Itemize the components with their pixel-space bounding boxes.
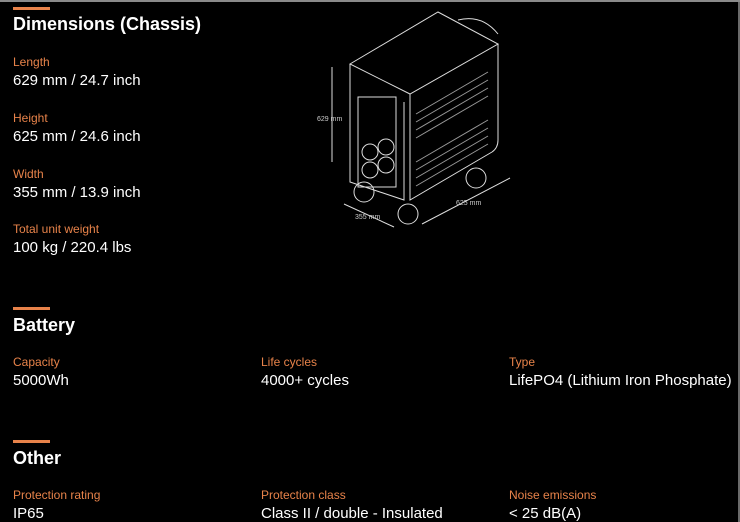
spec-label: Capacity bbox=[13, 355, 60, 369]
spec-value: 4000+ cycles bbox=[261, 372, 349, 389]
spec-value: LifePO4 (Lithium Iron Phosphate) bbox=[509, 372, 732, 389]
spec-value: 5000Wh bbox=[13, 372, 69, 389]
chassis-illustration: 629 mm 355 mm 625 mm bbox=[317, 11, 511, 228]
spec-value: IP65 bbox=[13, 505, 44, 522]
spec-label: Height bbox=[13, 111, 48, 125]
spec-label: Noise emissions bbox=[509, 488, 597, 502]
section-title-battery: Battery bbox=[13, 315, 76, 335]
spec-value: Class II / double - Insulated bbox=[261, 505, 443, 522]
spec-value: 625 mm / 24.6 inch bbox=[13, 128, 141, 145]
height-dimension-label: 629 mm bbox=[317, 116, 342, 123]
spec-value: 355 mm / 13.9 inch bbox=[13, 184, 141, 201]
spec-label: Length bbox=[13, 55, 50, 69]
spec-label: Life cycles bbox=[261, 355, 318, 369]
section-accent-bar bbox=[13, 7, 50, 10]
section-accent-bar bbox=[13, 307, 50, 310]
spec-value: 100 kg / 220.4 lbs bbox=[13, 239, 132, 256]
spec-label: Type bbox=[509, 355, 536, 369]
section-title-dimensions: Dimensions (Chassis) bbox=[13, 14, 202, 34]
section-accent-bar bbox=[13, 440, 50, 443]
spec-label: Width bbox=[13, 167, 44, 181]
scrollbar-edge bbox=[738, 2, 740, 522]
section-title-other: Other bbox=[13, 448, 62, 468]
spec-label: Protection rating bbox=[13, 488, 101, 502]
length-dimension-label: 625 mm bbox=[456, 200, 481, 207]
spec-value: 629 mm / 24.7 inch bbox=[13, 72, 141, 89]
spec-label: Total unit weight bbox=[13, 222, 100, 236]
spec-label: Protection class bbox=[261, 488, 346, 502]
width-dimension-label: 355 mm bbox=[355, 214, 380, 221]
spec-value: < 25 dB(A) bbox=[509, 505, 582, 522]
